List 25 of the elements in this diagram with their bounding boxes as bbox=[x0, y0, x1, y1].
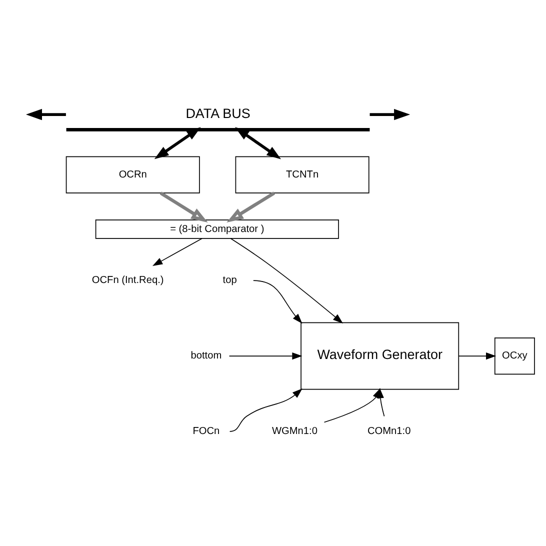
node-text: FOCn bbox=[192, 426, 220, 438]
arrow bbox=[458, 352, 496, 360]
node-text: bottom bbox=[190, 350, 222, 362]
arrow bbox=[154, 127, 201, 160]
node-box: OCRn bbox=[66, 156, 200, 194]
arrow bbox=[152, 238, 202, 266]
arrow bbox=[228, 352, 302, 360]
node-box: Waveform Generator bbox=[300, 322, 460, 390]
arrow bbox=[160, 192, 208, 223]
node-text: COMn1:0 bbox=[367, 426, 411, 438]
arrow bbox=[229, 388, 302, 432]
node-text: DATA BUS bbox=[186, 106, 250, 121]
arrow bbox=[234, 127, 282, 160]
node-box: = (8-bit Comparator ) bbox=[95, 219, 339, 239]
node-text: WGMn1:0 bbox=[272, 426, 318, 438]
arrow bbox=[230, 238, 344, 324]
node-box: TCNTn bbox=[235, 156, 370, 194]
node-text: top bbox=[222, 275, 237, 286]
arrow bbox=[226, 192, 276, 222]
node-box: OCxy bbox=[494, 337, 535, 375]
arrow bbox=[376, 388, 385, 417]
arrow bbox=[252, 280, 302, 324]
node-text: OCFn (Int.Req.) bbox=[92, 275, 164, 286]
arrow bbox=[26, 108, 66, 120]
arrow bbox=[370, 108, 410, 120]
